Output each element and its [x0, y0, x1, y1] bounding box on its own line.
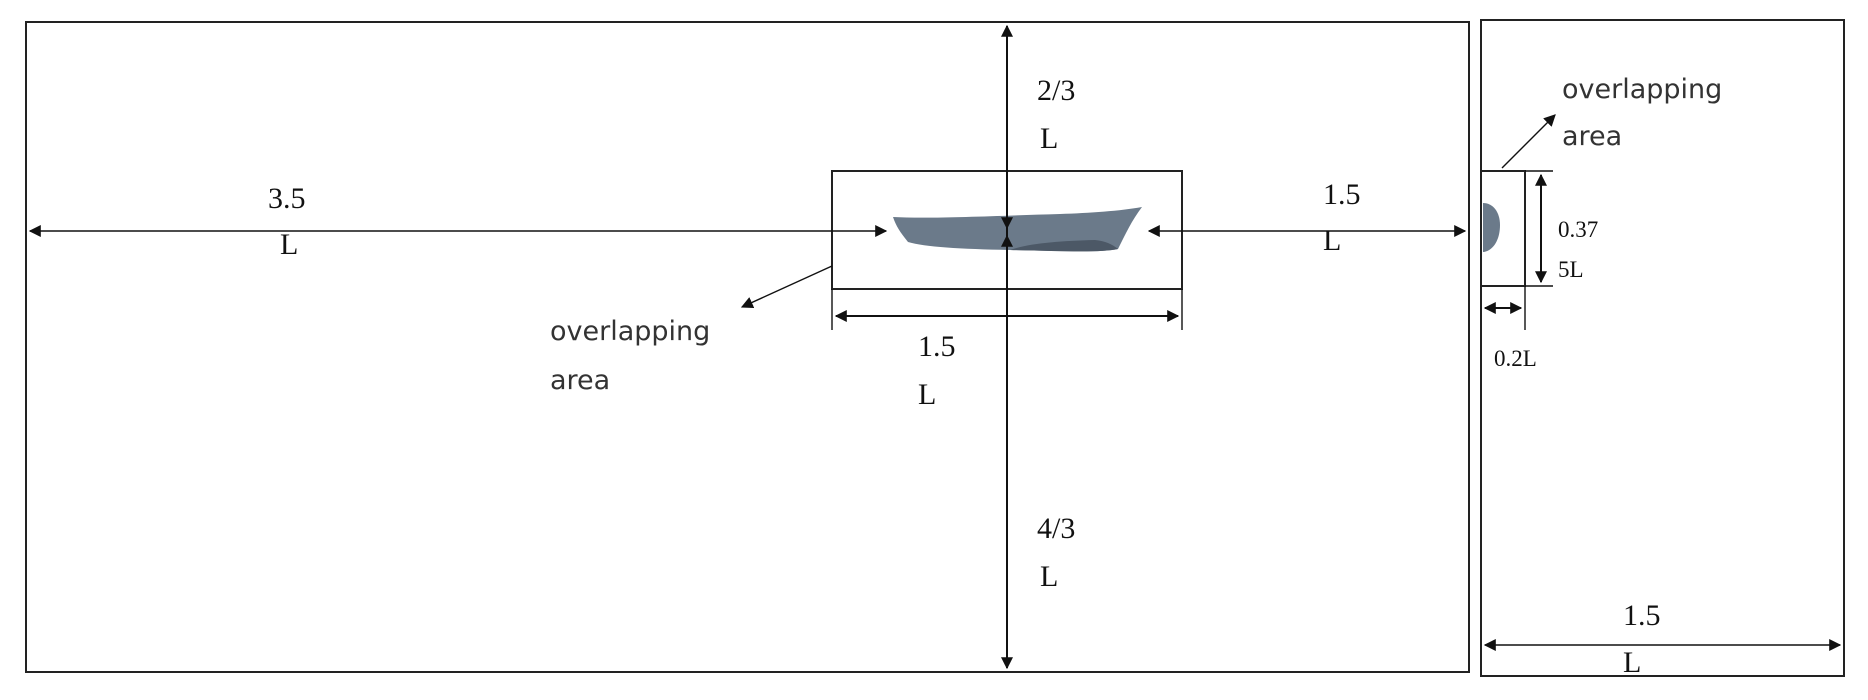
front-box-height-line2: 5L	[1558, 257, 1584, 282]
bottom-dim-unit: L	[1040, 560, 1058, 593]
bottom-dim-value: 4/3	[1037, 512, 1075, 545]
front-box-width-label: 0.2L	[1494, 346, 1537, 371]
right-dim-unit: L	[1323, 224, 1341, 257]
front-box-height-line1: 0.37	[1558, 217, 1598, 242]
front-domain-width-value: 1.5	[1623, 599, 1661, 632]
front-view-overlap-box	[1480, 170, 1526, 287]
side-overlap-label-line1: overlapping	[550, 316, 710, 347]
right-dim-value: 1.5	[1323, 178, 1361, 211]
left-dim-value: 3.5	[268, 182, 306, 215]
side-view: 3.5 L 1.5 L 2/3 L 4/3 L 1.5 L overlappin…	[25, 21, 1470, 673]
side-overlap-label-line2: area	[550, 365, 610, 396]
top-dim-value: 2/3	[1037, 74, 1075, 107]
front-domain-width-unit: L	[1623, 646, 1641, 679]
front-overlap-label-line2: area	[1562, 121, 1622, 152]
side-overlap-leader	[740, 265, 833, 308]
front-view: overlapping area 0.37 5L 0.2L 1.5 L	[1480, 19, 1845, 679]
front-overlap-leader	[1501, 114, 1556, 169]
top-dim-unit: L	[1040, 122, 1058, 155]
ship-hull-side	[893, 207, 1142, 252]
left-dim-unit: L	[280, 228, 298, 261]
front-view-domain-frame	[1480, 19, 1845, 677]
ship-hull-front	[1483, 203, 1500, 252]
box-width-dim-unit: L	[918, 378, 936, 411]
box-width-dim-value: 1.5	[918, 330, 956, 363]
side-view-domain-frame	[25, 21, 1470, 673]
front-overlap-label-line1: overlapping	[1562, 74, 1722, 105]
